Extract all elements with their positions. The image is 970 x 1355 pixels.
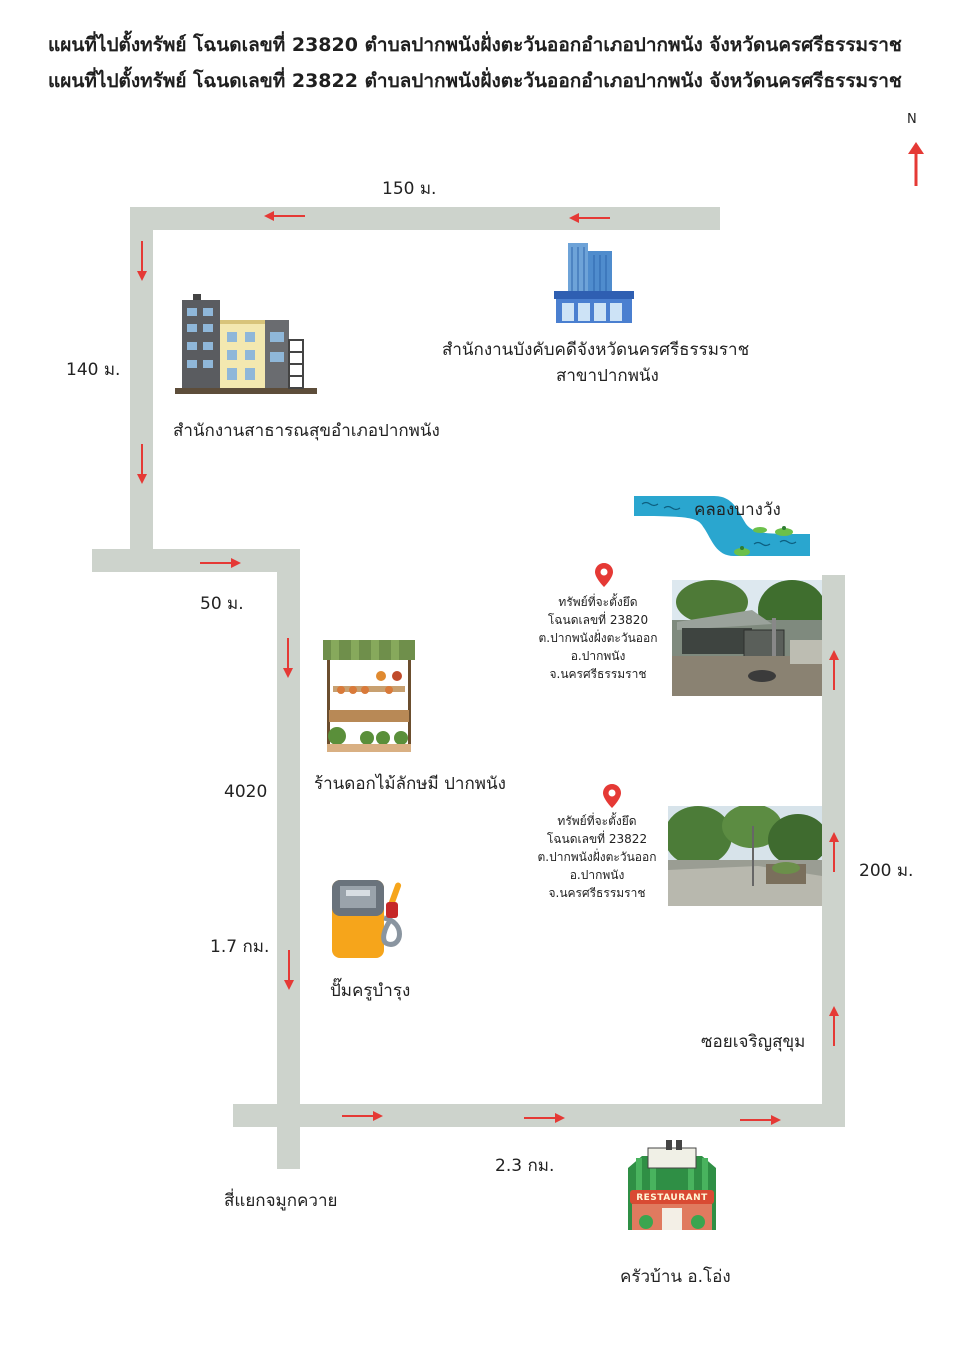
map-title-1: แผนที่ไปตั้งทรัพย์ โฉนดเลขที่ 23820 ตำบล… xyxy=(48,34,902,56)
restaurant-building-icon xyxy=(628,1140,716,1230)
arrow-down-icon xyxy=(137,241,147,281)
property-1-line: อ.ปากพนัง xyxy=(570,649,626,663)
distance-left: 140 ม. xyxy=(66,360,121,380)
arrow-up-icon xyxy=(829,832,839,872)
place-health-office: สำนักงานสาธารณสุขอำเภอปากพนัง xyxy=(173,421,440,441)
arrow-down-icon xyxy=(284,950,294,990)
arrow-down-icon xyxy=(137,444,147,484)
property-2-line: ต.ปากพนังฝั่งตะวันออก xyxy=(537,850,657,864)
property-2-line: อ.ปากพนัง xyxy=(569,868,625,882)
enforcement-office-building-icon xyxy=(554,243,634,323)
property-2-info: ทรัพย์ที่จะตั้งยึด โฉนดเลขที่ 23822 ต.ปา… xyxy=(527,812,667,902)
place-canal: คลองบางวัง xyxy=(694,500,781,520)
place-soi: ซอยเจริญสุขุม xyxy=(701,1032,806,1052)
place-enforcement-office: สำนักงานบังคับคดีจังหวัดนครศรีธรรมราช xyxy=(442,340,750,360)
arrow-left-icon xyxy=(569,213,610,223)
location-pin-icon xyxy=(595,563,613,587)
road-bottom xyxy=(233,1104,845,1127)
arrow-left-icon xyxy=(264,211,305,221)
property-2-line: จ.นครศรีธรรมราช xyxy=(548,886,646,900)
property-1-line: ทรัพย์ที่จะตั้งยึด xyxy=(558,595,638,609)
canal-water-icon xyxy=(634,496,810,556)
arrow-down-icon xyxy=(283,638,293,678)
distance-right: 200 ม. xyxy=(859,861,914,881)
distance-jog: 50 ม. xyxy=(200,594,244,614)
property-1-line: จ.นครศรีธรรมราช xyxy=(549,667,647,681)
arrow-right-icon xyxy=(200,558,241,568)
road-jog xyxy=(92,549,300,572)
road-left xyxy=(130,207,153,569)
road-number: 4020 xyxy=(224,782,268,802)
property-1-line: โฉนดเลขที่ 23820 xyxy=(547,613,649,627)
place-restaurant: ครัวบ้าน อ.โอ่ง xyxy=(620,1267,731,1287)
distance-road: 1.7 กม. xyxy=(210,937,270,957)
property-2-line: โฉนดเลขที่ 23822 xyxy=(546,832,648,846)
place-enforcement-branch: สาขาปากพนัง xyxy=(556,366,659,386)
health-office-building-icon xyxy=(175,294,317,394)
flower-shop-icon xyxy=(323,640,415,752)
compass-label: N xyxy=(907,112,917,127)
property-1-info: ทรัพย์ที่จะตั้งยึด โฉนดเลขที่ 23820 ต.ปา… xyxy=(528,593,668,683)
north-arrow-icon xyxy=(908,142,924,186)
arrow-right-icon xyxy=(524,1113,565,1123)
place-flower-shop: ร้านดอกไม้ลักษมี ปากพนัง xyxy=(314,774,506,794)
location-pin-icon xyxy=(603,784,621,808)
road-top xyxy=(130,207,720,230)
distance-bottom: 2.3 กม. xyxy=(495,1156,555,1176)
road-4020 xyxy=(277,549,300,1169)
property-2-line: ทรัพย์ที่จะตั้งยึด xyxy=(557,814,637,828)
arrow-up-icon xyxy=(829,1006,839,1046)
map-title-2: แผนที่ไปตั้งทรัพย์ โฉนดเลขที่ 23822 ตำบล… xyxy=(48,70,902,92)
restaurant-sign: RESTAURANT xyxy=(636,1193,708,1203)
property-1-line: ต.ปากพนังฝั่งตะวันออก xyxy=(538,631,658,645)
gas-pump-icon xyxy=(332,880,402,958)
place-intersection: สี่แยกจมูกควาย xyxy=(224,1191,338,1211)
arrow-right-icon xyxy=(740,1115,781,1125)
property-1-photo xyxy=(672,580,822,696)
arrow-right-icon xyxy=(342,1111,383,1121)
place-gas-station: ปั๊มครูบำรุง xyxy=(330,981,411,1001)
arrow-up-icon xyxy=(829,650,839,690)
distance-top: 150 ม. xyxy=(382,179,437,199)
property-2-photo xyxy=(668,806,822,906)
